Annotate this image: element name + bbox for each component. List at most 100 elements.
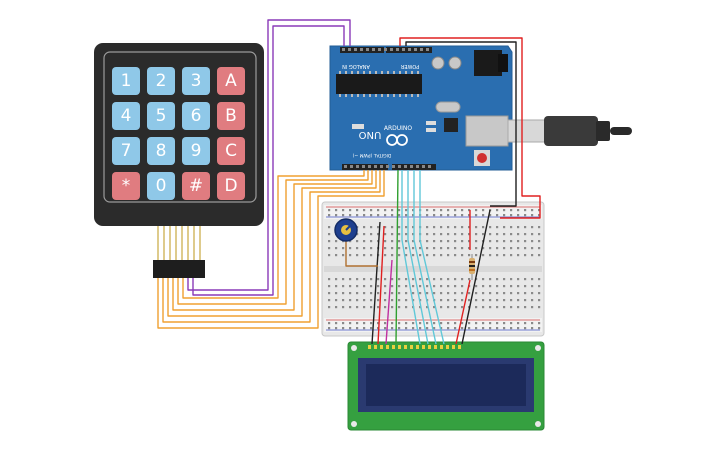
- keypad-key[interactable]: 8: [147, 137, 175, 165]
- keypad-key[interactable]: 4: [112, 102, 140, 130]
- breadboard-hole: [370, 254, 373, 257]
- breadboard-hole: [363, 240, 366, 243]
- breadboard-hole: [433, 214, 436, 217]
- breadboard-hole: [496, 247, 499, 250]
- breadboard-hole: [384, 322, 387, 325]
- breadboard-hole: [482, 214, 485, 217]
- breadboard-hole: [328, 292, 331, 295]
- chip-leg: [369, 71, 371, 74]
- breadboard-hole: [510, 306, 513, 309]
- breadboard-hole: [384, 233, 387, 236]
- wire-cyan-1: [401, 170, 421, 345]
- lcd-pin: [452, 345, 455, 349]
- keypad-key-cap: [217, 102, 245, 130]
- breadboard-hole: [335, 214, 338, 217]
- keypad-key-label: B: [225, 106, 237, 126]
- keypad-key[interactable]: A: [217, 67, 245, 95]
- header-pin: [410, 165, 413, 168]
- breadboard-hole: [517, 285, 520, 288]
- chip-leg: [399, 94, 401, 97]
- breadboard-hole: [419, 278, 422, 281]
- keypad-key[interactable]: 1: [112, 67, 140, 95]
- breadboard-hole: [363, 327, 366, 330]
- keypad-key[interactable]: 5: [147, 102, 175, 130]
- breadboard-hole: [510, 278, 513, 281]
- chip-leg: [351, 71, 353, 74]
- breadboard-hole: [447, 240, 450, 243]
- breadboard-hole: [419, 306, 422, 309]
- breadboard-hole: [391, 285, 394, 288]
- breadboard-hole: [510, 327, 513, 330]
- breadboard-hole: [468, 299, 471, 302]
- breadboard-hole: [356, 327, 359, 330]
- keypad-key[interactable]: 0: [147, 172, 175, 200]
- breadboard-hole: [482, 278, 485, 281]
- breadboard-hole: [335, 292, 338, 295]
- breadboard-hole: [510, 226, 513, 229]
- breadboard-hole: [447, 327, 450, 330]
- arduino-brand: ARDUINO: [384, 125, 413, 132]
- breadboard-hole: [461, 209, 464, 212]
- breadboard-hole: [433, 240, 436, 243]
- breadboard-hole: [517, 306, 520, 309]
- breadboard-hole: [349, 322, 352, 325]
- header-pin: [354, 48, 357, 51]
- breadboard-hole: [433, 285, 436, 288]
- breadboard-hole: [391, 233, 394, 236]
- keypad-key[interactable]: #: [182, 172, 210, 200]
- breadboard-hole: [398, 285, 401, 288]
- keypad-key-cap: [147, 102, 175, 130]
- keypad-key-cap: [112, 102, 140, 130]
- keypad-key[interactable]: 3: [182, 67, 210, 95]
- wire-red-power: [399, 37, 541, 219]
- breadboard-hole: [454, 292, 457, 295]
- keypad-key-cap: [182, 172, 210, 200]
- breadboard-hole: [510, 292, 513, 295]
- breadboard-hole: [412, 285, 415, 288]
- keypad-key[interactable]: C: [217, 137, 245, 165]
- keypad-key[interactable]: 9: [182, 137, 210, 165]
- lcd-module: [347, 341, 545, 431]
- breadboard-hole: [328, 327, 331, 330]
- breadboard-hole: [384, 254, 387, 257]
- breadboard-hole: [510, 209, 513, 212]
- header-pin: [372, 48, 375, 51]
- breadboard-hole: [370, 240, 373, 243]
- wire-cyan-4: [419, 170, 445, 345]
- keypad-key[interactable]: 7: [112, 137, 140, 165]
- breadboard-hole: [524, 322, 527, 325]
- breadboard-hole: [440, 278, 443, 281]
- breadboard-hole: [524, 327, 527, 330]
- breadboard-hole: [468, 247, 471, 250]
- keypad-key[interactable]: *: [112, 172, 140, 200]
- wire-pot-wiper: [345, 238, 378, 267]
- breadboard-hole: [496, 299, 499, 302]
- arduino-uno: ARDUINO UNO ANALOG IN POWER DIGITAL (PWM…: [329, 45, 513, 171]
- breadboard-hole: [419, 285, 422, 288]
- keypad-key[interactable]: 2: [147, 67, 175, 95]
- breadboard-hole: [405, 226, 408, 229]
- wire-cyan-3: [413, 170, 437, 345]
- breadboard-hole: [496, 254, 499, 257]
- keypad-key-cap: [112, 67, 140, 95]
- breadboard-hole: [342, 306, 345, 309]
- breadboard-hole: [349, 214, 352, 217]
- breadboard-holes: [328, 209, 541, 330]
- breadboard-hole: [440, 214, 443, 217]
- breadboard-hole: [384, 214, 387, 217]
- breadboard-hole: [356, 299, 359, 302]
- breadboard-hole: [461, 285, 464, 288]
- breadboard-hole: [356, 240, 359, 243]
- breadboard-hole: [328, 306, 331, 309]
- breadboard-hole: [342, 322, 345, 325]
- keypad-key[interactable]: 6: [182, 102, 210, 130]
- keypad-key[interactable]: D: [217, 172, 245, 200]
- breadboard-hole: [482, 226, 485, 229]
- header-pin: [344, 165, 347, 168]
- breadboard-hole: [475, 214, 478, 217]
- wire-orange-3: [167, 170, 377, 317]
- breadboard-hole: [391, 327, 394, 330]
- keypad-key[interactable]: B: [217, 102, 245, 130]
- breadboard-hole: [377, 214, 380, 217]
